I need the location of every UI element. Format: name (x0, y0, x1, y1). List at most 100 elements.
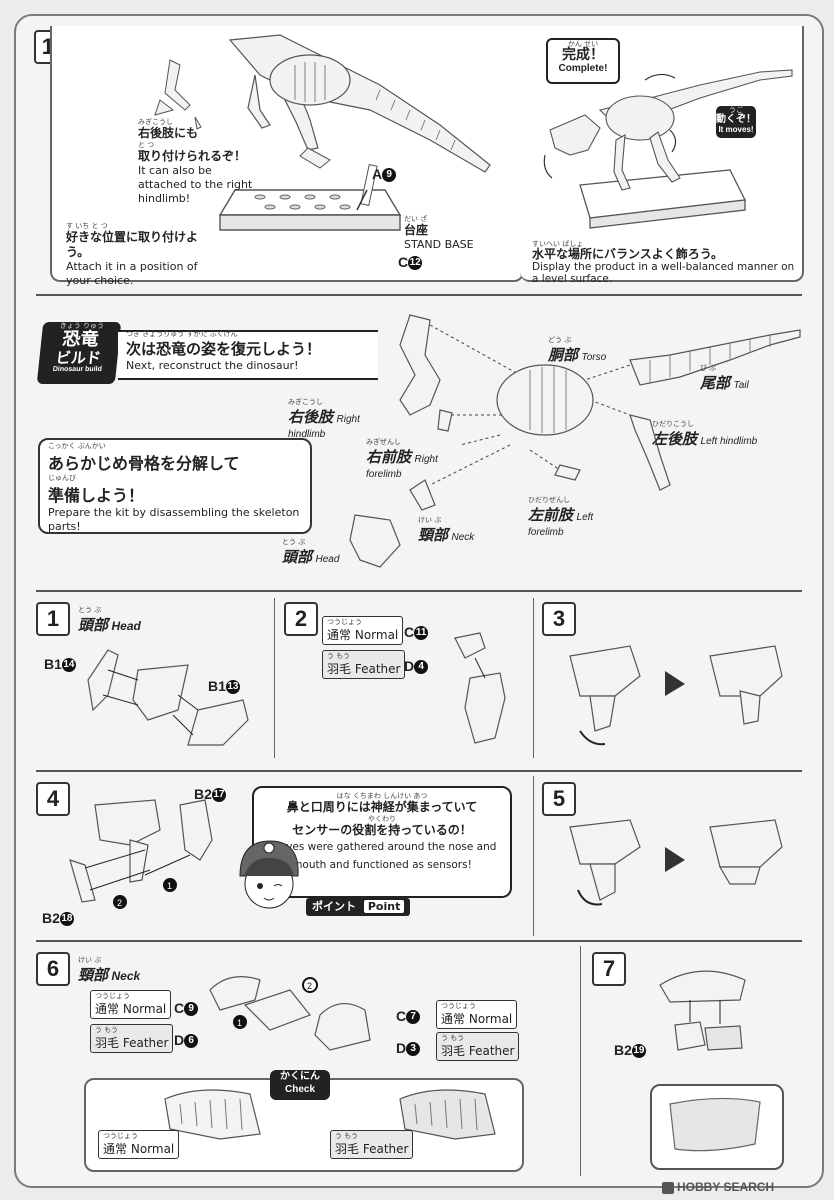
lhind-ruby: ひだりこうし (652, 420, 694, 428)
headline-ruby: つぎ きょうりゅう すがた ふくげん (126, 330, 238, 338)
left-forelimb-label: ひだりぜんし 左前肢 Left forelimb (528, 496, 618, 539)
step-7-number: 7 (592, 952, 626, 986)
step6-rnormal-number: 7 (406, 1010, 421, 1025)
step1-title: とう ぶ 頭部 Head (78, 606, 141, 635)
step2-normal-en: Normal (354, 628, 399, 642)
vsep-1-2 (274, 598, 275, 758)
step7-illustration (659, 970, 746, 1051)
check-feather-illustration (399, 1089, 496, 1140)
step6-rfeather-ruby: う もう (441, 1034, 465, 1042)
step7-detail-illustration (669, 1097, 761, 1152)
prepare2-ruby: じゅんび (48, 474, 76, 482)
moves-jp: 動くぞ！ (716, 114, 756, 125)
step1-right-letter: B1 (208, 678, 226, 694)
step6-lnormal-ruby: つうじょう (95, 992, 130, 1000)
step2-feather-en: Feather (354, 662, 401, 676)
check-normal-ruby: つうじょう (103, 1132, 138, 1140)
step4-part-top: B217 (194, 786, 226, 803)
step6-neck-illustration: 2 1 (209, 976, 371, 1051)
rfore-en: Right forelimb (366, 454, 438, 480)
svg-text:1: 1 (167, 881, 172, 891)
right-forelimb-label: みぎぜんし 右前肢 Right forelimb (366, 438, 456, 481)
step1-title-en: Head (111, 619, 141, 633)
check-jp: かくにん (280, 1071, 320, 1082)
part-c-number: 12 (408, 256, 423, 271)
left-hindlimb-label: ひだりこうし 左後肢 Left hindlimb (652, 420, 762, 449)
tail-ruby: び ぶ (700, 364, 717, 372)
check-feather-tag: う もう 羽毛 Feather (330, 1130, 414, 1159)
lfore-ruby: ひだりぜんし (528, 496, 570, 504)
check-en: Check (284, 1084, 315, 1095)
step-4-number: 4 (36, 782, 70, 816)
vsep-6-7 (580, 946, 581, 1176)
tail-label: び ぶ 尾部 Tail (700, 364, 749, 393)
hobby-search-watermark: HOBBY SEARCH (662, 1180, 774, 1194)
step3-illustration (569, 645, 783, 746)
step6-lfeather-ruby: う もう (95, 1026, 119, 1034)
prepare-en: Prepare the kit by disassembling the ske… (48, 506, 300, 533)
step5-illustration (569, 819, 783, 906)
lhind-en: Left hindlimb (700, 436, 758, 447)
hindlimb-callout-illustration (154, 59, 202, 130)
hindlimb-jp: 右後肢にも (138, 126, 199, 140)
it-moves-badge: うご 動くぞ！ It moves! (716, 106, 756, 138)
step4-bottom-number: 18 (59, 912, 74, 927)
step6-lfeather-number: 6 (184, 1034, 199, 1049)
step-5-number: 5 (542, 782, 576, 816)
step6-rfeather-en: Feather (468, 1044, 515, 1058)
separator-3 (36, 770, 802, 772)
svg-text:2: 2 (307, 981, 312, 991)
step2-normal-jp: 通常 (327, 628, 352, 642)
neck-label: けい ぶ 頸部 Neck (418, 516, 474, 545)
tail-en: Tail (733, 380, 749, 391)
step6-title: けい ぶ 頸部 Neck (78, 956, 140, 985)
step6-lfeather-letter: D (174, 1032, 185, 1048)
step6-rfeather-letter: D (396, 1040, 407, 1056)
step4-top-number: 17 (211, 788, 226, 803)
step6-lfeather-en: Feather (122, 1036, 169, 1050)
check-normal-illustration (164, 1089, 261, 1140)
step2-normal-ruby: つうじょう (327, 618, 362, 626)
right-hindlimb-label: みぎこうし 右後肢 Right hindlimb (288, 398, 378, 441)
step2-normal-letter: C (404, 624, 415, 640)
position-en: Attach it in a position of your choice. (66, 260, 198, 287)
step1-title-ruby: とう ぶ (78, 606, 102, 614)
point-bubble (252, 786, 512, 898)
exploded-skeleton-illustration (349, 314, 801, 568)
logo-en: Dinosaur build (52, 366, 103, 373)
step6-rnormal-ruby: つうじょう (441, 1002, 476, 1010)
step1-head-parts-illustration (87, 649, 249, 746)
svg-text:2: 2 (117, 898, 122, 908)
rhind-en: Right hindlimb (288, 414, 360, 440)
check-normal-tag: つうじょう 通常 Normal (98, 1130, 180, 1159)
check-label: かくにん Check (270, 1070, 330, 1100)
stand-base-label: だい ざ 台座 STAND BASE (404, 215, 484, 252)
step1-left-letter: B1 (44, 656, 62, 672)
head-en: Head (315, 554, 340, 565)
display-note: すいへい ばしょ 水平な場所にバランスよく飾ろう。 Display the pr… (532, 240, 802, 285)
attach-ruby: と つ (138, 141, 155, 149)
hindlimb-note: みぎこうし 右後肢にも と つ 取り付けられるぞ！ It can also be… (138, 118, 258, 206)
dino-build-headline: つぎ きょうりゅう すがた ふくげん 次は恐竜の姿を復元しよう！ Next, r… (126, 330, 376, 373)
step4-illustration: 1 2 (69, 799, 213, 909)
step2-illustration (454, 632, 506, 744)
lfore-jp: 左前肢 (528, 506, 574, 524)
step-1-number: 1 (36, 602, 70, 636)
step6-left-feather-tag: う もう 羽毛 Feather (90, 1024, 174, 1053)
prepare-note: こっかく ぶんかい あらかじめ骨格を分解して じゅんび 準備しよう！ Prepa… (48, 442, 304, 534)
separator-1 (36, 294, 802, 296)
separator-4 (36, 940, 802, 942)
head-jp: 頭部 (282, 548, 313, 566)
part-a-number: 9 (382, 168, 397, 183)
complete-skeleton-illustration (543, 69, 793, 229)
part-c-letter: C (398, 254, 409, 270)
complete-en: Complete! (558, 63, 608, 74)
tail-jp: 尾部 (700, 374, 731, 392)
rfore-jp: 右前肢 (366, 448, 412, 466)
torso-label: どう ぶ 胴部 Torso (548, 336, 606, 365)
